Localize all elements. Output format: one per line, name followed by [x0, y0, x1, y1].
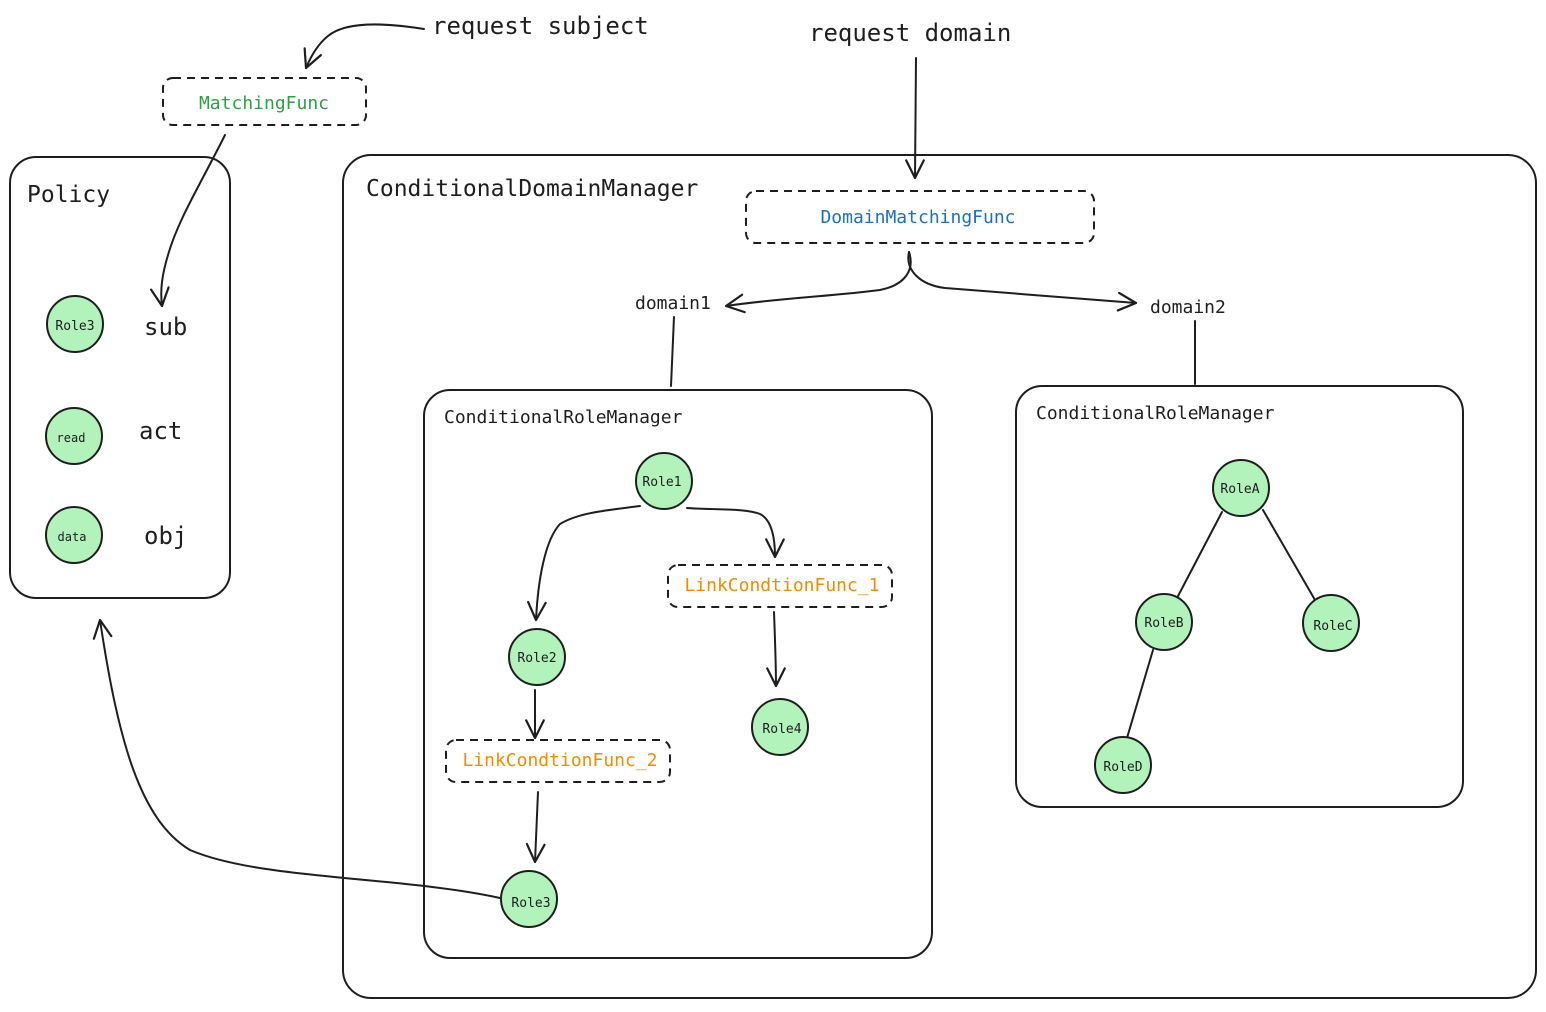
role-manager-domain1-title: ConditionalRoleManager	[444, 407, 683, 428]
roleC-label: RoleC	[1313, 619, 1352, 634]
roleD-node	[1094, 736, 1152, 794]
domain1-label: domain1	[635, 293, 711, 314]
policy-obj-field: obj	[144, 522, 187, 550]
edge-domain1-to-role-manager	[670, 316, 675, 387]
policy-act-node	[45, 407, 103, 465]
matching-func-label: MatchingFunc	[199, 93, 329, 114]
domain-matching-func-label: DomainMatchingFunc	[820, 207, 1015, 228]
request-domain-label: request domain	[809, 19, 1011, 47]
roleA-label: RoleA	[1220, 482, 1259, 497]
policy-act-field: act	[139, 417, 182, 445]
edge-roleA-roleB	[1176, 511, 1223, 599]
policy-sub-node-label: Role3	[55, 319, 94, 334]
arrow-domain-matching-to-domain1	[724, 251, 912, 314]
roleA-node	[1212, 459, 1270, 517]
request-subject-label: request subject	[432, 12, 649, 40]
policy-obj-node	[45, 506, 103, 564]
arrow-matching-func-to-sub	[149, 134, 226, 308]
roleC-node	[1302, 594, 1360, 652]
domain-manager-title: ConditionalDomainManager	[366, 176, 698, 202]
link-func-1-box	[667, 564, 893, 608]
policy-obj-node-label: data	[58, 530, 87, 544]
role1-label: Role1	[642, 475, 681, 490]
role-manager-domain2-title: ConditionalRoleManager	[1036, 403, 1275, 424]
policy-sub-node	[46, 295, 104, 353]
arrow-link-func-2-to-role3	[525, 791, 546, 864]
arrow-request-domain-to-domain-matching	[905, 57, 925, 180]
role3-label: Role3	[511, 896, 550, 911]
arrow-link-func-1-to-role4	[766, 611, 786, 688]
roleD-label: RoleD	[1103, 760, 1142, 775]
roleB-label: RoleB	[1144, 616, 1183, 631]
role4-node	[751, 698, 809, 756]
link-func-1-label: LinkCondtionFunc_1	[684, 575, 879, 596]
arrow-role1-to-role2	[526, 505, 641, 622]
link-func-2-label: LinkCondtionFunc_2	[462, 750, 657, 771]
role2-node	[508, 628, 566, 686]
matching-func-box: MatchingFunc	[162, 77, 367, 126]
role-manager-domain1: ConditionalRoleManager LinkCondtionFunc_…	[423, 389, 933, 959]
role1-node	[635, 452, 693, 510]
roleB-node	[1135, 593, 1193, 651]
role3-node	[500, 870, 558, 928]
arrow-role3-to-policy	[92, 618, 501, 899]
policy-act-node-label: read	[57, 431, 86, 445]
arrow-request-subject-to-matching-func	[303, 23, 425, 70]
domain2-label: domain2	[1150, 297, 1226, 318]
arrow-domain-matching-to-domain2	[907, 251, 1138, 312]
arrow-role1-to-link-func-1	[686, 507, 785, 559]
role-manager-domain2: ConditionalRoleManager RoleA RoleB RoleC…	[1015, 385, 1464, 808]
role4-label: Role4	[762, 722, 801, 737]
policy-title: Policy	[27, 182, 110, 208]
role2-label: Role2	[517, 651, 556, 666]
link-func-2-box	[445, 739, 671, 783]
edge-roleB-roleD	[1126, 649, 1154, 739]
policy-sub-field: sub	[144, 313, 187, 341]
edge-roleA-roleC	[1262, 509, 1316, 601]
domain-manager-container: ConditionalDomainManager DomainMatchingF…	[342, 154, 1537, 999]
policy-container: Policy Role3 sub read act data obj	[9, 156, 231, 599]
